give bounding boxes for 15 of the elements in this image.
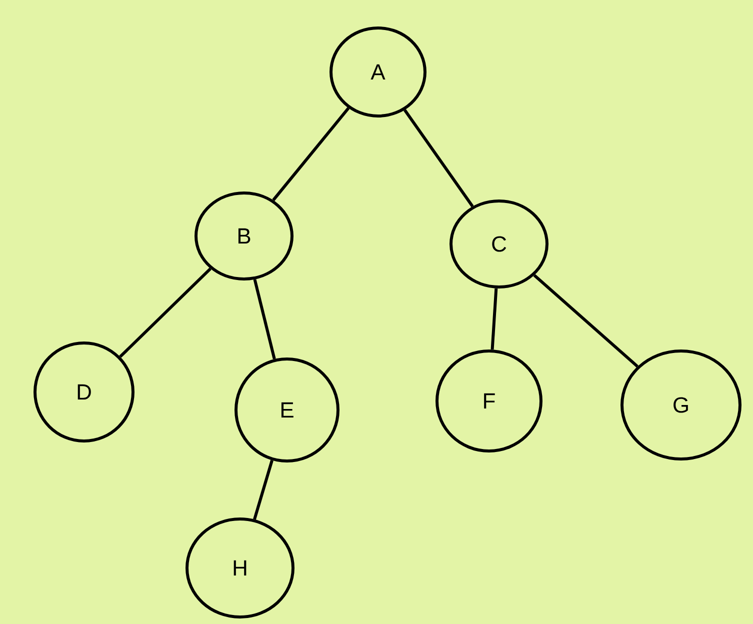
tree-node: C (450, 200, 548, 288)
edge-line (119, 268, 212, 358)
edge-line (403, 109, 474, 208)
tree-node: E (234, 358, 340, 462)
edge-line (253, 279, 276, 360)
tree-node: H (186, 517, 294, 618)
tree-node: F (436, 350, 542, 452)
edge-line (253, 460, 274, 520)
edge-line (490, 288, 498, 350)
tree-node: B (194, 192, 294, 280)
tree-node: A (330, 26, 426, 118)
tree-node: D (34, 341, 134, 442)
edge-line (272, 107, 350, 202)
edge-line (533, 274, 638, 368)
tree-node: G (620, 350, 742, 460)
